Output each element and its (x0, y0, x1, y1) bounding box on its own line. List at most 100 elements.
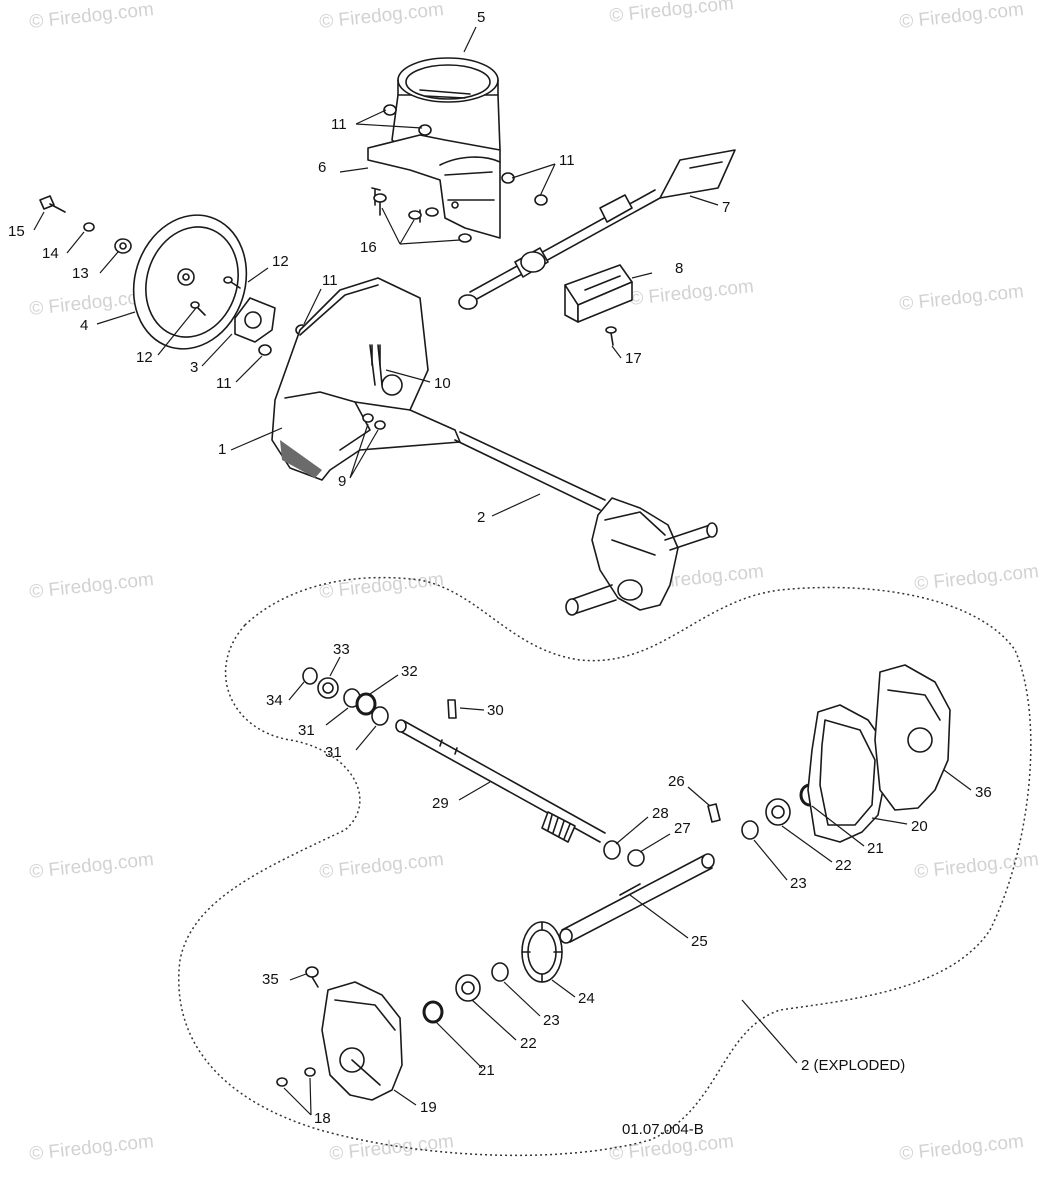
callout-31: 31 (325, 744, 342, 761)
callout-30: 30 (487, 702, 504, 719)
callout-36: 36 (975, 784, 992, 801)
callout-11: 11 (331, 116, 347, 133)
washer-28 (603, 840, 621, 860)
callout-12: 12 (136, 349, 153, 366)
callout-22: 22 (835, 857, 852, 874)
callout-33: 33 (333, 641, 350, 658)
worm-gear-24 (521, 921, 563, 983)
washer-23 (491, 820, 759, 982)
callout-12: 12 (272, 253, 289, 270)
carriage-bolt-16 (373, 193, 472, 243)
plug-18 (276, 1067, 316, 1087)
callout-15: 15 (8, 223, 25, 240)
callout-24: 24 (578, 990, 595, 1007)
callout-26: 26 (668, 773, 685, 790)
callout-3: 3 (190, 359, 198, 376)
watermark: © Firedog.com (898, 281, 1024, 315)
callout-14: 14 (42, 245, 59, 262)
bolt-15 (39, 195, 66, 213)
auger-axle-25 (559, 853, 715, 944)
callout-27: 27 (674, 820, 691, 837)
callout-21: 21 (478, 1062, 495, 1079)
watermark: © Firedog.com (913, 849, 1039, 883)
seal-32 (355, 692, 377, 716)
chute-bracket-block (564, 264, 633, 323)
washer-13 (114, 238, 132, 254)
gearbox-half-19 (321, 981, 403, 1101)
callout-7: 7 (722, 199, 730, 216)
watermark: © Firedog.com (28, 849, 154, 883)
callout-18: 18 (314, 1110, 331, 1127)
watermark: © Firedog.com (608, 0, 734, 27)
auger-pulley (132, 214, 248, 350)
callout-23: 23 (790, 875, 807, 892)
callout-13: 13 (72, 265, 89, 282)
callout-11: 11 (322, 272, 338, 289)
callout-11: 11 (216, 375, 232, 392)
auger-shaft-gearbox (454, 431, 718, 616)
callout-5: 5 (477, 9, 485, 26)
callout-22: 22 (520, 1035, 537, 1052)
callout-29: 29 (432, 795, 449, 812)
bolt-9 (362, 413, 386, 430)
watermark: © Firedog.com (898, 1131, 1024, 1165)
callout-19: 19 (420, 1099, 437, 1116)
callout-4: 4 (80, 317, 88, 334)
chute-bracket (367, 134, 501, 239)
exploded-view-boundary (178, 576, 1032, 1157)
callout-2: 2 (477, 509, 485, 526)
leader-lines (33, 26, 972, 1116)
washer-31 (343, 688, 389, 726)
bushing-33 (317, 677, 339, 699)
watermark: © Firedog.com (898, 0, 1024, 33)
nut-27 (627, 849, 645, 867)
watermark: © Firedog.com (28, 1131, 154, 1165)
callout-11: 11 (559, 152, 575, 169)
callout-23: 23 (543, 1012, 560, 1029)
bearing-22 (455, 798, 791, 1002)
callout-9: 9 (338, 473, 346, 490)
callout-exploded: 2 (EXPLODED) (801, 1057, 905, 1074)
callout-17: 17 (625, 350, 642, 367)
callout-35: 35 (262, 971, 279, 988)
callout-28: 28 (652, 805, 669, 822)
lock-washer-14 (83, 222, 95, 232)
seal-21 (422, 783, 821, 1024)
watermark-layer: © Firedog.com © Firedog.com © Firedog.co… (28, 0, 1039, 1165)
callout-labels: 5 11 6 11 7 15 14 13 12 16 8 11 4 12 3 1… (8, 9, 992, 1138)
bolt-12 (190, 276, 241, 316)
figure-code: 01.07.004-B (622, 1121, 704, 1138)
watermark: © Firedog.com (318, 569, 444, 603)
gearbox-half-36 (874, 664, 951, 811)
watermark: © Firedog.com (318, 849, 444, 883)
watermark: © Firedog.com (28, 569, 154, 603)
callout-31: 31 (298, 722, 315, 739)
chute-crank-handle (458, 149, 736, 310)
bearing-flange-3 (234, 297, 276, 343)
washer-34 (302, 667, 318, 685)
auger-housing (271, 277, 461, 481)
worm-shaft-29 (395, 719, 606, 843)
watermark: © Firedog.com (913, 561, 1039, 595)
callout-6: 6 (318, 159, 326, 176)
callout-10: 10 (434, 375, 451, 392)
watermark: © Firedog.com (318, 0, 444, 33)
screw-35 (305, 966, 319, 988)
key-30 (447, 699, 457, 719)
key-26 (707, 803, 721, 823)
callout-8: 8 (675, 260, 683, 277)
watermark: © Firedog.com (628, 276, 754, 310)
watermark: © Firedog.com (28, 0, 154, 33)
callout-20: 20 (911, 818, 928, 835)
callout-25: 25 (691, 933, 708, 950)
gasket-20 (807, 704, 886, 843)
bolt-10 (371, 344, 381, 366)
callout-16: 16 (360, 239, 377, 256)
callout-21: 21 (867, 840, 884, 857)
bolt-17 (605, 326, 617, 346)
watermark: © Firedog.com (328, 1131, 454, 1165)
callout-32: 32 (401, 663, 418, 680)
callout-34: 34 (266, 692, 283, 709)
callout-1: 1 (218, 441, 226, 458)
